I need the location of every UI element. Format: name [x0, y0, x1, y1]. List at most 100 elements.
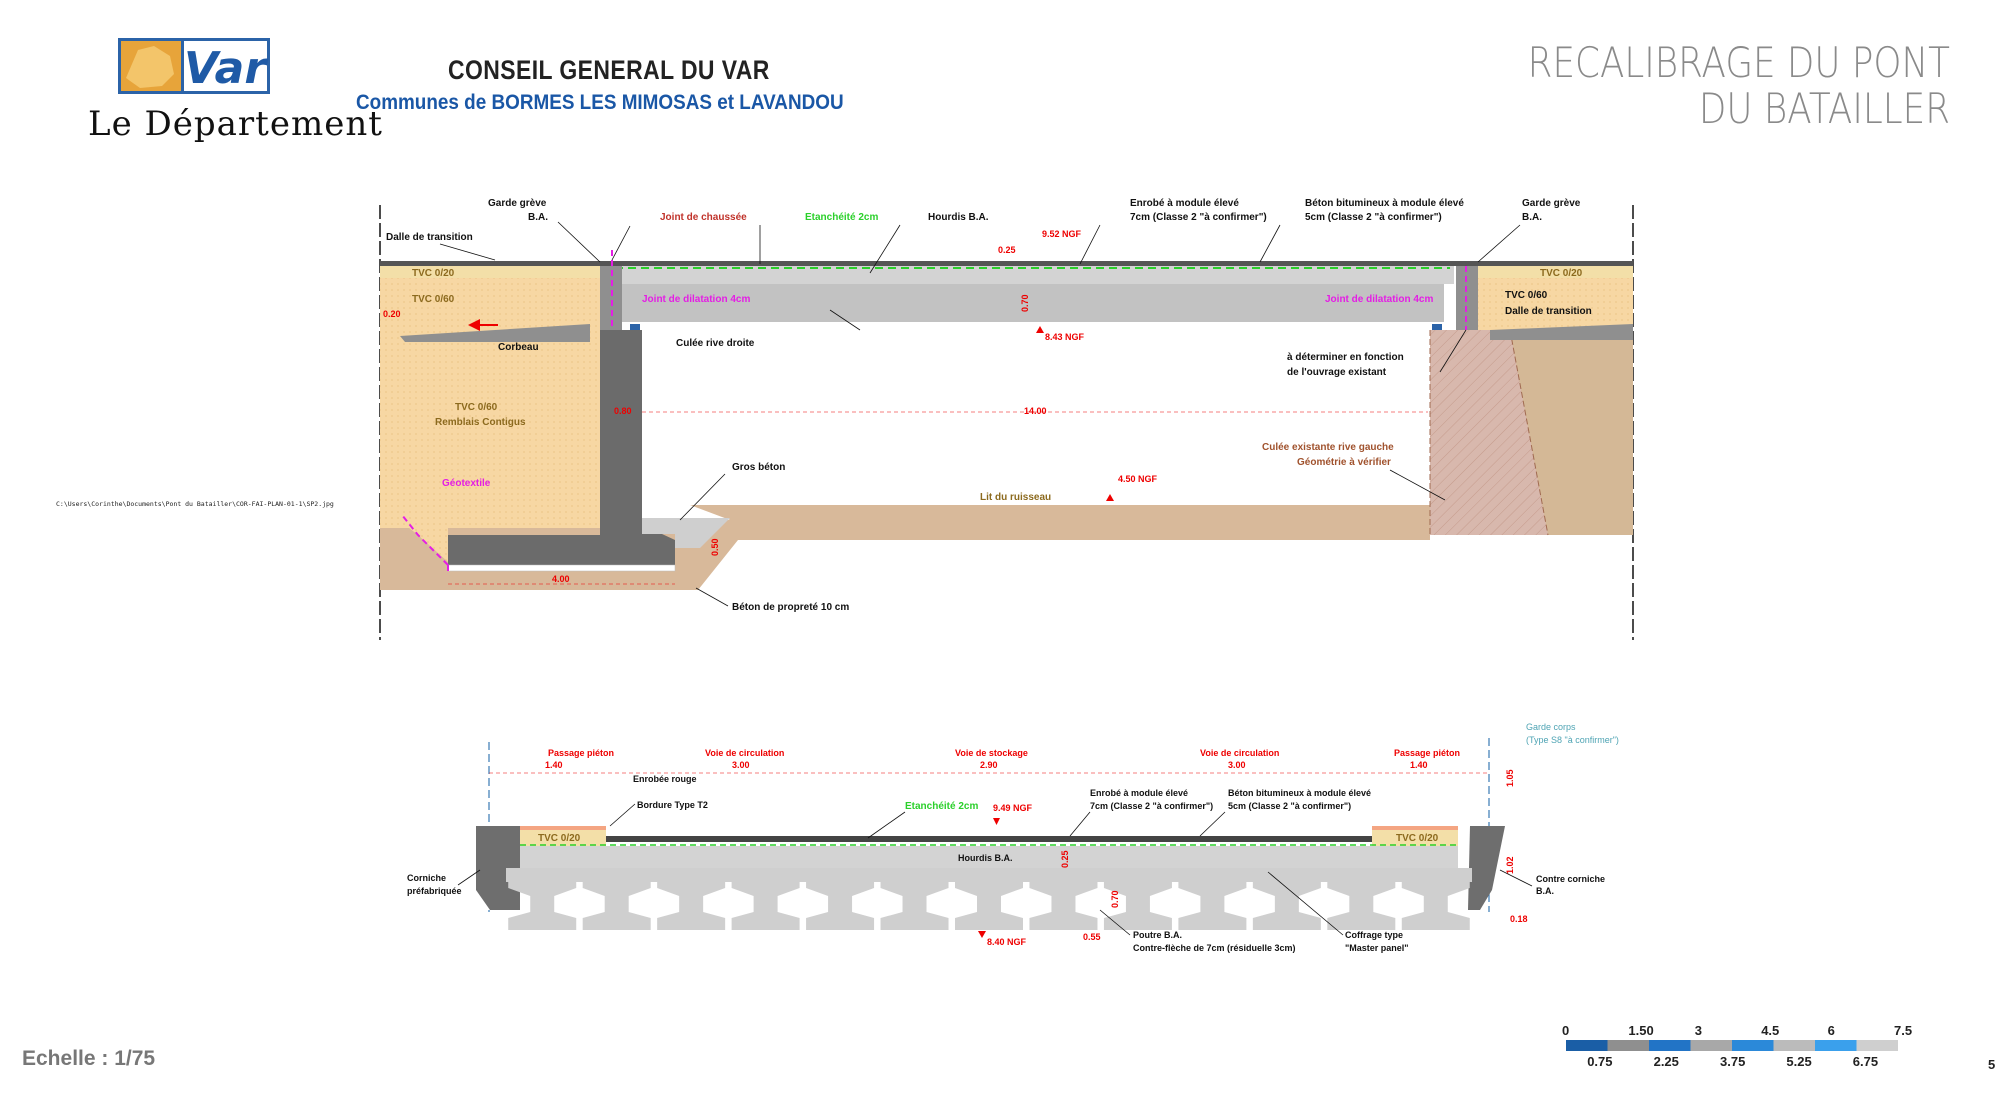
beam: [1252, 882, 1321, 930]
coffrage-l1: Coffrage type: [1345, 930, 1403, 940]
scale-bar-segment: [1815, 1040, 1857, 1051]
project-title-line1: RECALIBRAGE DU PONT: [1527, 38, 1950, 87]
cross-enrobe-l1: Enrobé à module élevé: [1090, 788, 1188, 798]
beton-bitumineux-l1: Béton bitumineux à module élevé: [1305, 198, 1464, 209]
poutre-l1: Poutre B.A.: [1133, 930, 1182, 940]
dim-050: 0.50: [710, 538, 720, 556]
beam: [508, 882, 577, 930]
scale-tick-top: 6: [1828, 1023, 1835, 1038]
contre-corniche-right: [1468, 826, 1505, 910]
joint-chaussee-label: Joint de chaussée: [660, 212, 747, 223]
abutment-footing: [448, 530, 675, 565]
scale-tick-top: 4.5: [1761, 1023, 1779, 1038]
beam: [880, 882, 949, 930]
beton-proprete-label: Béton de propreté 10 cm: [732, 602, 849, 613]
corniche-l2: préfabriquée: [407, 886, 462, 896]
zone-4-label: Voie de circulation: [1200, 748, 1279, 758]
dalle-transition-left: Dalle de transition: [386, 232, 473, 243]
cross-bb-l1: Béton bitumineux à module élevé: [1228, 788, 1371, 798]
ngf-bed: 4.50 NGF: [1118, 474, 1158, 484]
file-path: C:\Users\Corinthe\Documents\Pont du Bata…: [56, 500, 334, 508]
culee-gauche-l1: Culée existante rive gauche: [1262, 442, 1394, 453]
cross-section: Passage piéton 1.40 Voie de circulation …: [407, 722, 1619, 953]
geotextile-label: Géotextile: [442, 478, 491, 489]
cross-deck-slab: [520, 846, 1458, 868]
dim-025: 0.25: [998, 245, 1016, 255]
zone-2-label: Voie de circulation: [705, 748, 784, 758]
ballast-wall-left: [600, 266, 622, 330]
lean-concrete: [447, 564, 676, 572]
beton-bitumineux-l2: 5cm (Classe 2 "à confirmer"): [1305, 212, 1442, 223]
scale-bar-segment: [1856, 1040, 1898, 1051]
garde-corps-l1: Garde corps: [1526, 722, 1576, 732]
garde-greve-left-l1: Garde grève: [488, 198, 547, 209]
scale-tick-top: 7.5: [1894, 1023, 1912, 1038]
dim-055: 0.55: [1083, 932, 1101, 942]
culee-gauche-l2: Géométrie à vérifier: [1297, 457, 1391, 468]
corniche-l1: Corniche: [407, 873, 446, 883]
a-determiner-l1: à déterminer en fonction: [1287, 352, 1404, 363]
stream-bed: [720, 505, 1430, 535]
remblais-l1: TVC 0/60: [455, 402, 498, 413]
dim-400: 4.00: [552, 574, 570, 584]
bordure-label: Bordure Type T2: [637, 800, 708, 810]
transition-slab-right: [1490, 324, 1633, 340]
mass-concrete: [642, 518, 730, 548]
tvc020-right: TVC 0/20: [1540, 268, 1583, 279]
garde-corps-l2: (Type S8 "à confirmer"): [1526, 735, 1619, 745]
dalle-transition-right: Dalle de transition: [1505, 306, 1592, 317]
corbeau-label: Corbeau: [498, 342, 539, 353]
scale-tick-bottom: 6.75: [1853, 1054, 1878, 1069]
coffrage-l2: "Master panel": [1345, 943, 1409, 953]
header-title: CONSEIL GENERAL DU VAR: [448, 55, 770, 85]
scale-tick-top: 0: [1562, 1023, 1569, 1038]
corniche-left: [476, 826, 520, 910]
joint-dilatation-left: Joint de dilatation 4cm: [642, 294, 750, 305]
beam: [1327, 882, 1396, 930]
zone-5-label: Passage piéton: [1394, 748, 1460, 758]
a-determiner-l2: de l'ouvrage existant: [1287, 367, 1387, 378]
scale-tick-top: 1.50: [1628, 1023, 1653, 1038]
abutment-right-bank: [600, 330, 642, 530]
transition-slab-left: [400, 324, 590, 342]
scale-bar-segment: [1649, 1040, 1691, 1051]
scale-tick-top: 3: [1695, 1023, 1702, 1038]
scale-bar-segment: [1773, 1040, 1815, 1051]
etancheite-label: Etanchéité 2cm: [805, 212, 878, 223]
dim-102: 1.02: [1505, 856, 1515, 874]
cross-bb-l2: 5cm (Classe 2 "à confirmer"): [1228, 801, 1351, 811]
beam: [806, 882, 875, 930]
sidewalk-right: [1372, 830, 1458, 846]
beam: [582, 882, 651, 930]
sidewalk-left: [520, 830, 606, 846]
dim-span: 14.00: [1024, 406, 1047, 416]
beam: [1401, 882, 1470, 930]
dim-070: 0.70: [1020, 294, 1030, 312]
scale-label: Echelle : 1/75: [22, 1047, 156, 1070]
header-subtitle: Communes de BORMES LES MIMOSAS et LAVAND…: [356, 91, 844, 114]
tvc020-right-layer: [1478, 266, 1633, 278]
var-logo: Var: [118, 38, 270, 94]
zone-1-dim: 1.40: [545, 760, 563, 770]
gros-beton-label: Gros béton: [732, 462, 785, 473]
cross-etancheite: Etanchéité 2cm: [905, 801, 978, 812]
cross-tvc-left: TVC 0/20: [538, 833, 581, 844]
beam: [955, 882, 1023, 930]
road-surface: [380, 261, 1633, 266]
ngf-under: 8.43 NGF: [1045, 332, 1085, 342]
right-backfill: [1478, 278, 1633, 330]
zone-3-dim: 2.90: [980, 760, 998, 770]
logo-text: Var: [184, 43, 268, 94]
geotextile-line: [401, 514, 449, 566]
tvc020-left-layer: [380, 266, 600, 278]
scale-bar-segment: [1566, 1040, 1608, 1051]
cross-dim-025: 0.25: [1060, 850, 1070, 868]
scale-tick-bottom: 3.75: [1720, 1054, 1745, 1069]
deck-slab: [622, 284, 1444, 322]
remblais-l2: Remblais Contigus: [435, 417, 526, 428]
enrobe-label-l1: Enrobé à module élevé: [1130, 198, 1239, 209]
scale-tick-bottom: 2.25: [1654, 1054, 1679, 1069]
road-layer: [606, 836, 1372, 842]
zone-2-dim: 3.00: [732, 760, 750, 770]
